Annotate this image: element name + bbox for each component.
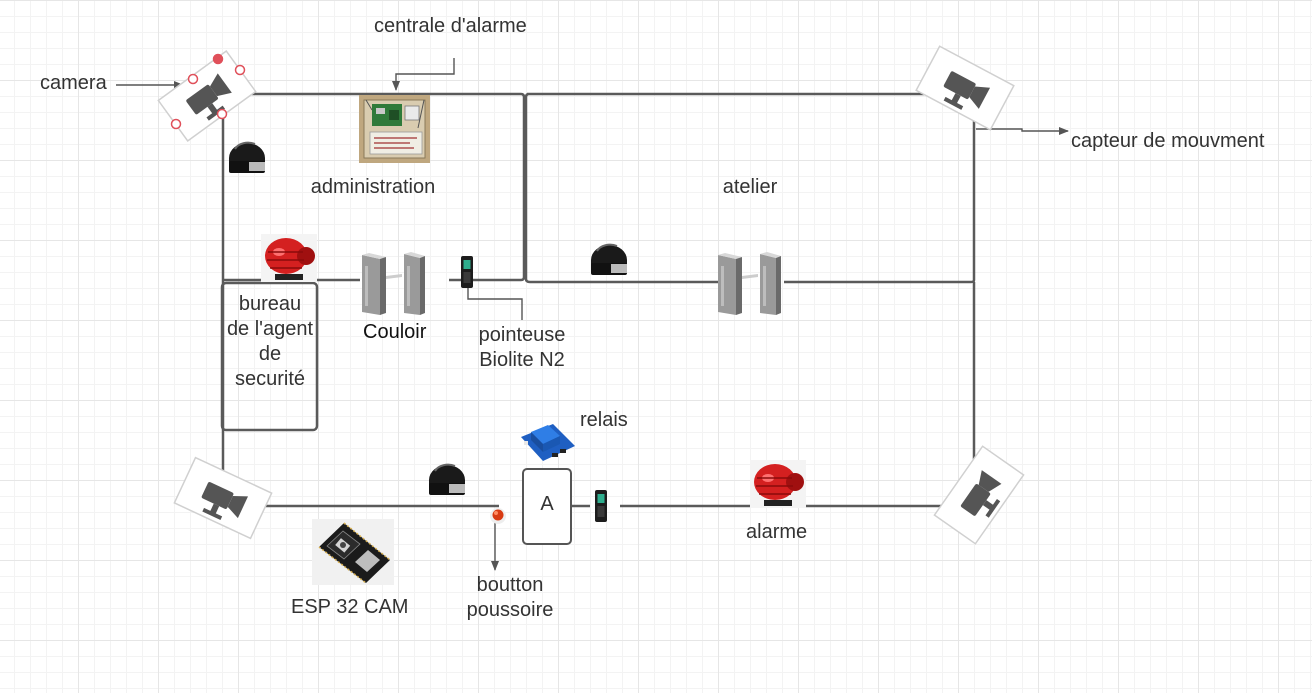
connectors — [116, 58, 1069, 571]
bureau-room-outline — [220, 281, 319, 432]
bouton-label: boutton poussoire — [466, 574, 554, 621]
camera-icon[interactable] — [933, 445, 1025, 545]
camera-selection-handles[interactable] — [170, 53, 246, 130]
atelier-label: atelier — [722, 176, 778, 198]
access-reader-icon[interactable] — [595, 490, 607, 522]
siren-icon[interactable] — [260, 233, 318, 283]
capteur-label: capteur de mouvment — [1071, 130, 1265, 152]
camera-icon[interactable] — [915, 45, 1015, 131]
administration-room-outline — [225, 92, 526, 282]
push-button-icon[interactable] — [490, 508, 506, 524]
motion-sensor-icon[interactable] — [428, 463, 466, 496]
motion-sensor-icon[interactable] — [228, 141, 266, 174]
motion-sensor-icon[interactable] — [590, 243, 628, 276]
access-reader-icon[interactable] — [461, 256, 473, 288]
administration-label: administration — [310, 176, 436, 198]
camera-label: camera — [40, 72, 107, 94]
building-outer-wall — [221, 96, 976, 508]
bureau-label: bureau de l'agent de securité — [226, 293, 314, 390]
module-a-box[interactable] — [522, 468, 572, 545]
relay-module-icon[interactable] — [521, 424, 575, 461]
alarm-panel-icon[interactable] — [359, 95, 430, 163]
centrale-arrow — [392, 58, 455, 91]
building-walls — [220, 92, 976, 508]
turnstile-icon[interactable] — [362, 252, 425, 315]
esp32-cam-board-icon[interactable] — [312, 519, 394, 585]
pointeuse-arrow — [467, 288, 523, 320]
esp-label: ESP 32 CAM — [291, 596, 409, 618]
module-a-label: A — [540, 493, 554, 515]
turnstile-icon[interactable] — [718, 252, 781, 315]
siren-icon[interactable] — [749, 459, 807, 509]
capteur-arrow — [976, 127, 1069, 135]
alarme-label: alarme — [746, 521, 808, 543]
centrale-label: centrale d'alarme — [374, 15, 527, 37]
relais-label: relais — [580, 409, 628, 431]
couloir-label: Couloir — [363, 321, 427, 343]
pointeuse-label: pointeuse Biolite N2 — [478, 324, 566, 371]
camera-icon[interactable] — [173, 456, 273, 540]
